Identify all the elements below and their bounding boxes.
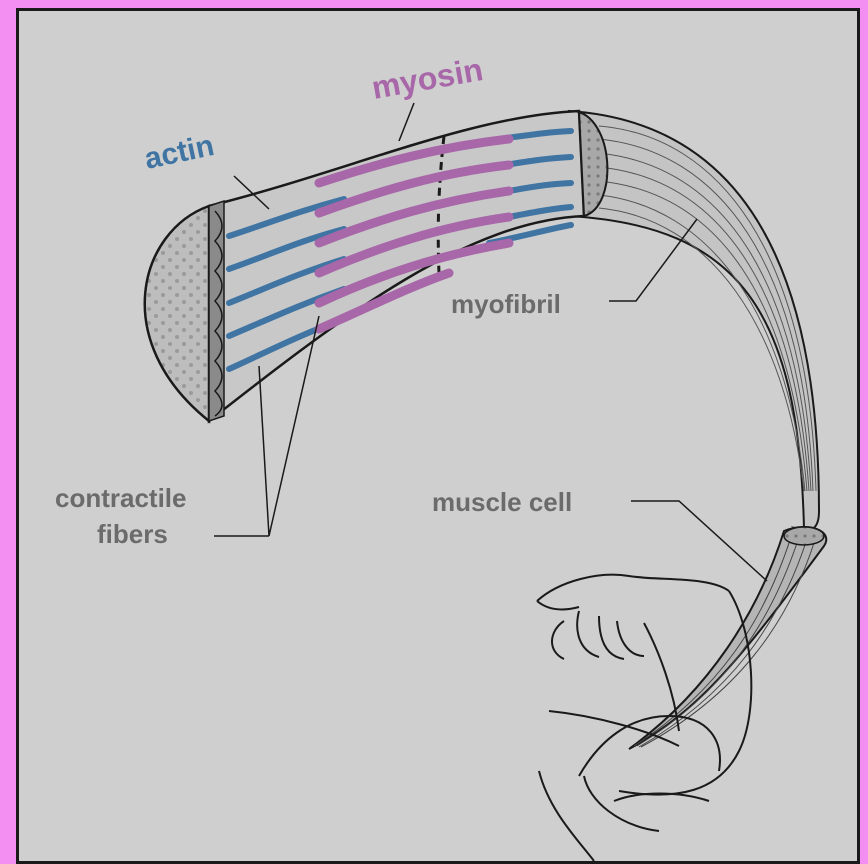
contractile-label: contractile <box>55 483 187 513</box>
muscle-cell-label: muscle cell <box>432 487 572 517</box>
myosin-leader <box>399 103 414 141</box>
muscle-structure-diagram: actin myosin myofibril contractile fiber… <box>19 11 857 861</box>
fibers-label: fibers <box>97 519 168 549</box>
myofibril-label: myofibril <box>451 289 561 319</box>
contractile-leader-1 <box>259 366 269 536</box>
arm-illustration <box>537 575 751 861</box>
actin-label: actin <box>142 129 217 176</box>
muscle-cell-leader <box>631 501 767 581</box>
diagram-panel: actin myosin myofibril contractile fiber… <box>16 8 860 864</box>
myosin-label: myosin <box>369 51 486 106</box>
